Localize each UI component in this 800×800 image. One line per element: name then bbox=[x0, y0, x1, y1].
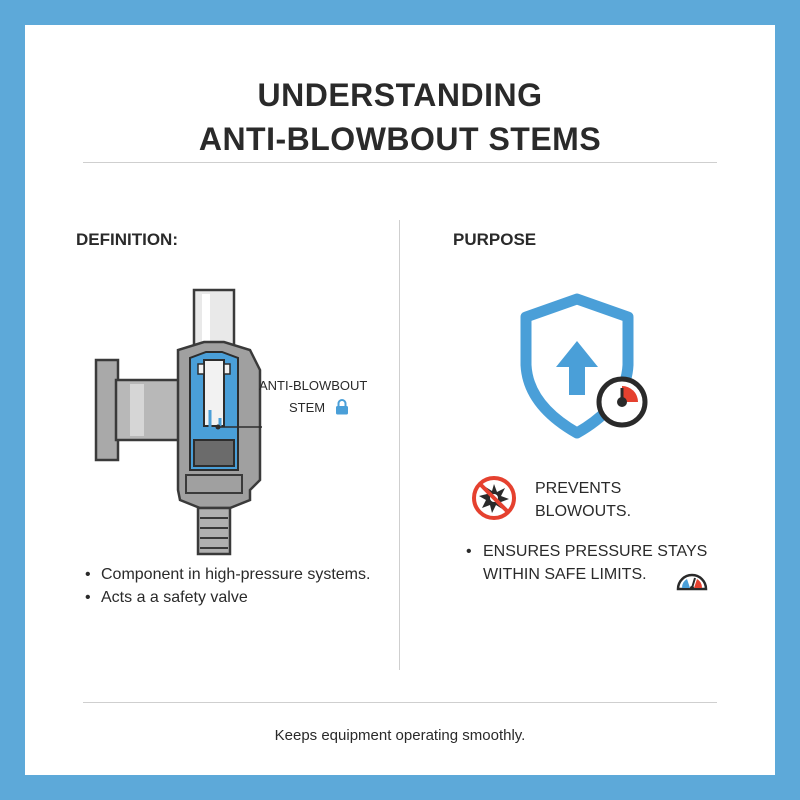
definition-bullets: Component in high-pressure systems. Acts… bbox=[83, 563, 370, 609]
purpose-item-prevents: PREVENTS BLOWOUTS. bbox=[535, 477, 631, 523]
definition-bullet: Component in high-pressure systems. bbox=[83, 563, 370, 586]
no-blowout-icon bbox=[472, 476, 516, 520]
purpose-item-prevents-line-2: BLOWOUTS. bbox=[535, 503, 632, 520]
lock-icon bbox=[335, 399, 348, 415]
bottom-divider bbox=[83, 702, 717, 703]
purpose-item-ensures: • ENSURES PRESSURE STAYS WITHIN SAFE LIM… bbox=[466, 540, 707, 586]
footer-tagline: Keeps equipment operating smoothly. bbox=[274, 727, 526, 744]
title-line-2: ANTI-BLOWBOUT STEMS bbox=[198, 121, 602, 157]
stem-callout-label: ANTI-BLOWBOUT STEM bbox=[259, 375, 367, 419]
purpose-item-prevents-line-1: PREVENTS bbox=[535, 480, 622, 497]
column-divider bbox=[399, 220, 400, 670]
page-title: UNDERSTANDING ANTI-BLOWBOUT STEMS bbox=[25, 73, 775, 161]
infographic-card: UNDERSTANDING ANTI-BLOWBOUT STEMS DEFINI… bbox=[25, 25, 775, 775]
purpose-heading: PURPOSE bbox=[453, 230, 537, 249]
bullet-dot: • bbox=[466, 543, 472, 560]
pressure-gauge-icon bbox=[676, 573, 708, 591]
stem-callout-line-1: ANTI-BLOWBOUT bbox=[259, 378, 368, 393]
purpose-item-ensures-line-2: WITHIN SAFE LIMITS. bbox=[483, 566, 647, 583]
definition-bullet: Acts a a safety valve bbox=[83, 586, 370, 609]
definition-heading: DEFINITION: bbox=[76, 230, 178, 249]
valve-diagram bbox=[94, 288, 262, 556]
title-line-1: UNDERSTANDING bbox=[257, 77, 543, 113]
top-divider bbox=[83, 162, 717, 163]
stem-callout-line-2: STEM bbox=[289, 400, 326, 415]
gauge-icon bbox=[596, 376, 648, 428]
purpose-item-ensures-line-1: ENSURES PRESSURE STAYS bbox=[483, 543, 708, 560]
